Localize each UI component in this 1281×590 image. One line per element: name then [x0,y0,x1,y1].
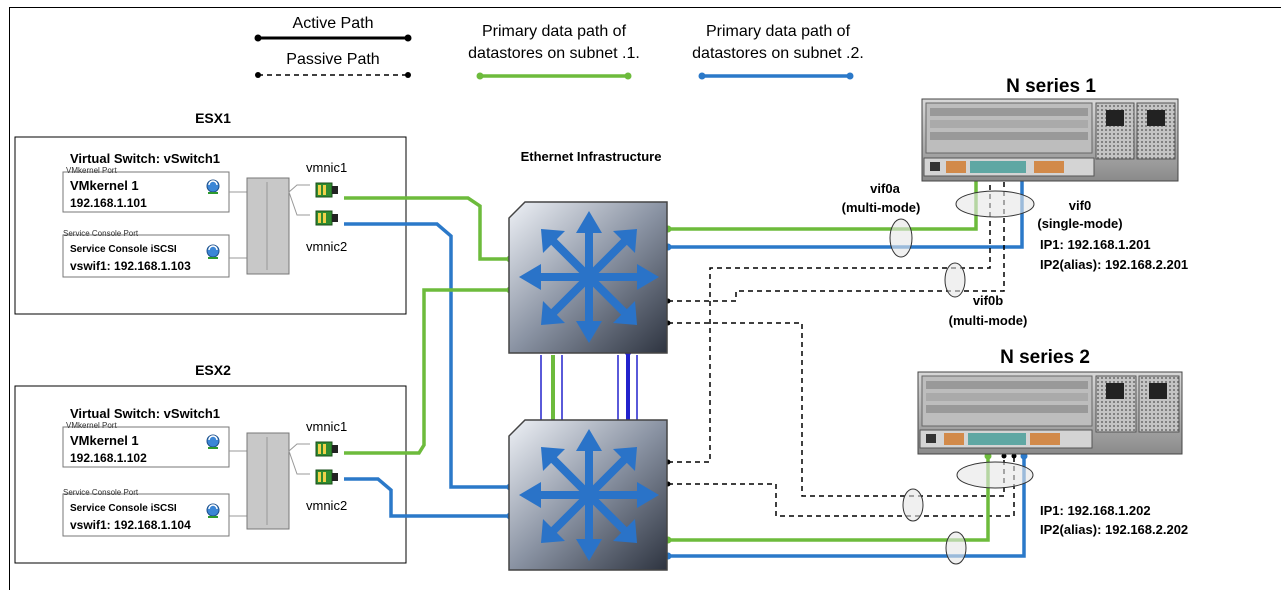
link-sw1-ns1-green [668,166,978,231]
esx2-sc-ip: vswif1: 192.168.1.104 [70,518,191,532]
link-sw1-ns1-blue [668,166,1024,249]
nseries1-ip1: IP1: 192.168.1.201 [1040,237,1151,252]
esx1-vmk-ip: 192.168.1.101 [70,196,147,210]
legend-subnet1-label-2: datastores on subnet .1. [468,45,640,62]
nseries2: N series 2 IP1: 192.168.1.202 IP2(alias)… [917,347,1188,537]
vif0b-mode: (multi-mode) [949,313,1028,328]
vif0b-ellipse [944,262,966,298]
nseries2-ip2: IP2(alias): 192.168.2.202 [1040,522,1188,537]
esx1-vswitch-bar [246,177,290,275]
vif0-ns1-ellipse [955,190,1035,218]
esx2-host: ESX2 Virtual Switch: vSwitch1 VMkernel P… [14,362,407,564]
esx2-vmk-port [62,426,230,468]
legend: Active Path Passive Path Primary data pa… [254,15,864,80]
legend-passive-label: Passive Path [286,51,379,68]
esx2-sc-name: Service Console iSCSI [70,503,177,514]
esx1-vmk-caption: VMkernel Port [66,166,117,175]
esx2-vswitch-label: Virtual Switch: vSwitch1 [70,406,220,421]
esx1-vmk-name: VMkernel 1 [70,178,139,193]
esx2-vmnic2-label: vmnic2 [306,498,347,513]
legend-subnet2-label-1: Primary data path of [706,23,851,40]
ns2-active-ellipse [945,531,967,565]
link-sw1-passive-1 [668,166,1005,302]
vif0a-ellipse [889,218,913,258]
nseries2-chassis-icon [917,371,1183,455]
esx1-vmk-port [62,171,230,213]
link-esx1-vmnic2 [344,222,510,489]
frame-left-border [9,7,10,590]
esx1-sc-ip: vswif1: 192.168.1.103 [70,259,191,273]
esx2-vmk-ip: 192.168.1.102 [70,451,147,465]
vif0-ns2-ellipse [956,461,1034,489]
vif0b-label: vif0b [973,293,1003,308]
esx2-vmk-caption: VMkernel Port [66,421,117,430]
nseries1-chassis-icon [921,98,1179,182]
vif0a-mode: (multi-mode) [842,200,921,215]
link-sw2-passive-2 [668,456,1015,517]
esx1-host: ESX1 Virtual Switch: vSwitch1 VMkernel P… [14,110,407,315]
esx1-sc-port [62,234,230,278]
links [344,162,1035,565]
ethernet-switch-bottom [508,419,668,571]
esx1-vswitch-label: Virtual Switch: vSwitch1 [70,151,220,166]
link-sw2-ns2-blue [668,456,1026,558]
link-esx2-vmnic2 [344,477,510,518]
link-esx1-vmnic1 [344,196,510,261]
nseries2-title: N series 2 [1000,347,1090,368]
esx2-vmnic1-label: vmnic1 [306,419,347,434]
esx1-vmnic2-label: vmnic2 [306,239,347,254]
esx2-title: ESX2 [195,362,231,378]
ethernet-switch-top [508,201,668,354]
nseries1: N series 1 vif0a (multi-mode) vif0 (sing… [842,76,1189,328]
nseries2-ip1: IP1: 192.168.1.202 [1040,503,1151,518]
esx1-title: ESX1 [195,110,231,126]
link-sw2-passive-1 [668,166,991,463]
esx1-vmnic1-label: vmnic1 [306,160,347,175]
vif0a-label: vif0a [870,181,900,196]
nseries1-ip2: IP2(alias): 192.168.2.201 [1040,257,1188,272]
esx2-vswitch-bar [246,432,290,530]
nseries1-title: N series 1 [1006,76,1096,97]
ns2-passive-ellipse [902,488,924,522]
link-sw2-ns2-green [668,456,990,542]
frame-top-border [9,7,1281,8]
vif0-mode: (single-mode) [1037,216,1122,231]
esx1-sc-name: Service Console iSCSI [70,244,177,255]
esx1-box [14,136,407,315]
legend-active-label: Active Path [293,15,374,32]
legend-subnet1-label-1: Primary data path of [482,23,627,40]
esx1-sc-caption: Service Console Port [63,229,139,238]
esx2-sc-port [62,493,230,537]
ethernet-title: Ethernet Infrastructure [521,149,662,164]
link-esx2-vmnic1 [344,288,510,455]
vif0-label: vif0 [1069,198,1091,213]
legend-subnet2-label-2: datastores on subnet .2. [692,45,864,62]
esx2-sc-caption: Service Console Port [63,488,139,497]
esx2-vmk-name: VMkernel 1 [70,433,139,448]
